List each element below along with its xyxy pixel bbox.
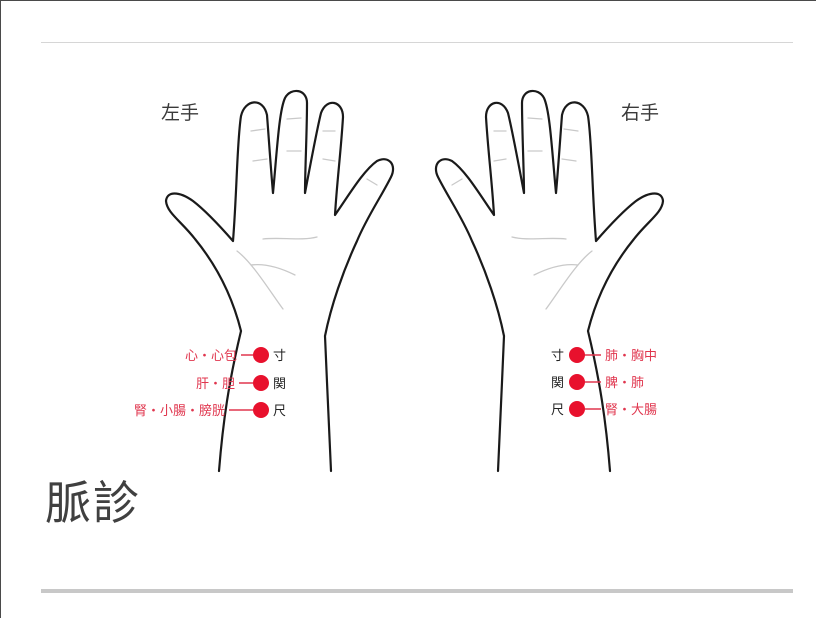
bottom-divider <box>41 589 793 593</box>
pulse-point-chi <box>569 401 585 417</box>
right-hand-label: 右手 <box>621 102 659 124</box>
right-pulse-points: 寸 関 尺 肺・胸中 脾・肺 腎・大腸 <box>551 347 657 418</box>
pulse-point-guan <box>253 375 269 391</box>
left-organs-cun: 心・心包 <box>185 349 237 364</box>
pulse-point-guan <box>569 374 585 390</box>
pulse-point-chi <box>253 402 269 418</box>
left-position-chi: 尺 <box>273 404 286 419</box>
right-organs-guan: 脾・肺 <box>605 376 644 391</box>
right-position-guan: 関 <box>551 376 564 391</box>
right-organs-cun: 肺・胸中 <box>605 349 657 364</box>
left-organs-guan: 肝・胆 <box>196 377 235 392</box>
pulse-point-cun <box>569 347 585 363</box>
left-position-cun: 寸 <box>273 349 286 364</box>
slide-title: 脈診 <box>45 467 141 533</box>
right-position-cun: 寸 <box>551 349 564 364</box>
left-hand-label: 左手 <box>161 102 199 124</box>
left-organs-chi: 腎・小腸・膀胱 <box>134 403 225 419</box>
left-pulse-points: 心・心包 肝・胆 腎・小腸・膀胱 寸 関 尺 <box>134 347 286 419</box>
pulse-point-cun <box>253 347 269 363</box>
right-organs-chi: 腎・大腸 <box>605 403 657 418</box>
left-position-guan: 関 <box>273 377 286 392</box>
right-position-chi: 尺 <box>551 403 564 418</box>
